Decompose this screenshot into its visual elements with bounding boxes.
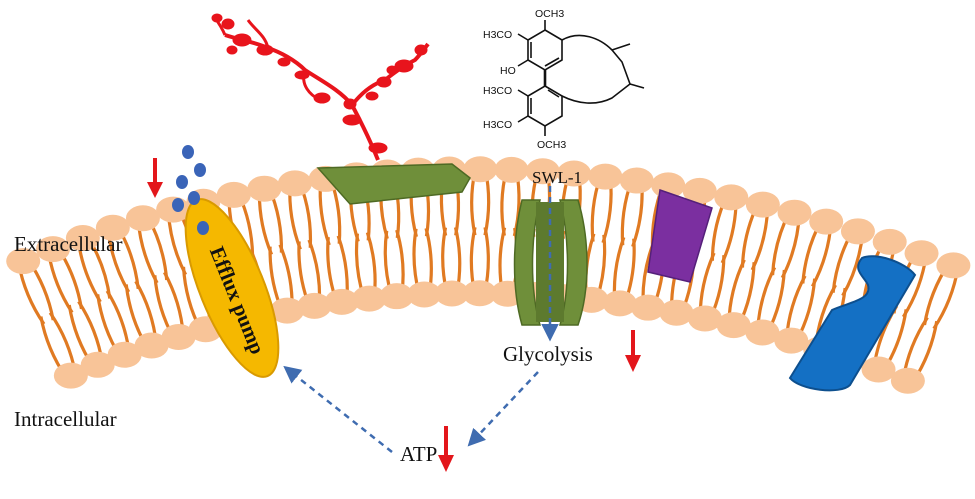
lipid-head xyxy=(65,225,100,252)
lipid-head xyxy=(716,312,751,339)
lipid-head xyxy=(156,196,191,223)
lipid-head xyxy=(95,214,130,241)
arrow-atp-to-efflux xyxy=(283,365,393,453)
lipid-head xyxy=(619,167,654,194)
swl1-structure-labels: OCH3 H3CO HO H3CO H3CO OCH3 xyxy=(483,8,566,151)
structure-group-top: OCH3 xyxy=(535,8,564,20)
lipid-head xyxy=(809,208,844,235)
channel-protein xyxy=(513,199,588,326)
lipid-head xyxy=(659,299,694,326)
lipid-head xyxy=(745,191,780,218)
lipid-head xyxy=(714,184,749,211)
purple-protein xyxy=(647,188,713,283)
lipid-head xyxy=(379,283,414,310)
lipid-head xyxy=(407,281,442,308)
lipid-head xyxy=(840,218,875,245)
lipid-head xyxy=(463,156,498,183)
swl1-structure xyxy=(517,20,645,136)
lipid-head xyxy=(777,199,812,226)
arrow-glycolysis-to-atp xyxy=(467,371,539,447)
lipid-head xyxy=(247,175,282,202)
lipid-head xyxy=(890,367,925,394)
sugar-chain xyxy=(211,13,430,161)
lipid-head xyxy=(774,327,809,354)
structure-group-mid-left: H3CO xyxy=(483,85,512,97)
atp-label: ATP xyxy=(400,442,438,466)
glycolysis-label: Glycolysis xyxy=(503,342,593,366)
lipid-head xyxy=(936,252,971,279)
compound-label: SWL-1 xyxy=(532,168,583,187)
intracellular-label: Intracellular xyxy=(14,407,117,431)
lipid-head xyxy=(80,351,115,378)
lipid-head xyxy=(107,341,142,368)
efflux-particles xyxy=(172,145,209,235)
glycoprotein-body xyxy=(316,163,471,205)
lipid-head xyxy=(557,160,592,187)
lipid-head xyxy=(53,362,88,389)
decrease-arrow-atp xyxy=(438,426,454,472)
lipid-head xyxy=(745,319,780,346)
lipid-head xyxy=(462,280,497,307)
extracellular-label: Extracellular xyxy=(14,232,123,256)
lipid-head xyxy=(861,356,896,383)
decrease-arrow-glycolysis xyxy=(625,330,641,372)
lipid-head xyxy=(494,156,529,183)
lipid-head xyxy=(682,177,717,204)
blue-protein xyxy=(788,255,917,392)
lipid-head xyxy=(588,163,623,190)
structure-group-upper-left: H3CO xyxy=(483,29,512,41)
lipid-head xyxy=(6,248,41,275)
lipid-head xyxy=(872,228,907,255)
structure-group-lower-left: H3CO xyxy=(483,119,512,131)
lipid-head xyxy=(688,305,723,332)
lipid-head xyxy=(434,280,469,307)
structure-group-hydroxyl: HO xyxy=(500,65,516,77)
lipid-head xyxy=(297,292,332,319)
lipid-head xyxy=(277,170,312,197)
lipid-head xyxy=(352,285,387,312)
lipid-head xyxy=(324,288,359,315)
structure-group-bottom: OCH3 xyxy=(537,139,566,151)
lipid-head xyxy=(631,294,666,321)
lipid-head xyxy=(602,290,637,317)
lipid-head xyxy=(270,297,305,324)
lipid-head xyxy=(216,181,251,208)
lipid-head xyxy=(904,240,939,267)
decrease-arrow-efflux xyxy=(147,158,163,198)
lipid-head xyxy=(125,205,160,232)
lipid-head xyxy=(35,236,70,263)
lipid-head xyxy=(525,158,560,185)
lipid-head xyxy=(134,332,169,359)
lipid-head xyxy=(161,324,196,351)
